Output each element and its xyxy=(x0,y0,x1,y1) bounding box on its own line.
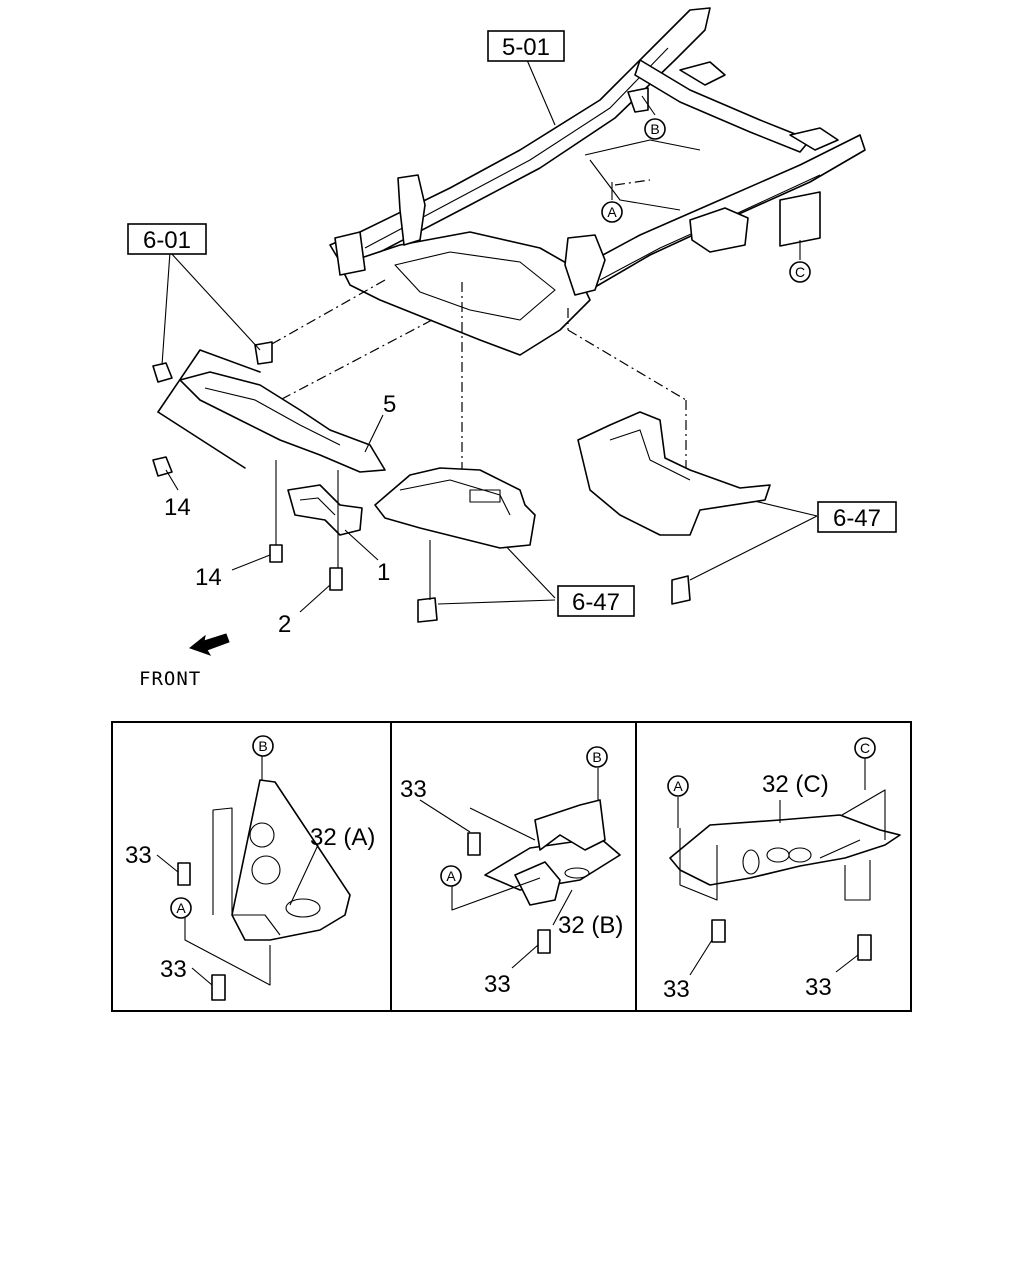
svg-text:C: C xyxy=(795,264,805,280)
marker-c-main: C xyxy=(789,261,811,283)
svg-text:A: A xyxy=(176,900,186,916)
detail-panel-frame xyxy=(111,721,912,1012)
svg-text:A: A xyxy=(446,868,456,884)
svg-text:6-47: 6-47 xyxy=(833,505,881,532)
ref-box-6-47-rear[interactable]: 6-47 xyxy=(817,501,897,533)
svg-text:32 (B): 32 (B) xyxy=(558,912,623,939)
ref-box-6-47-front[interactable]: 6-47 xyxy=(557,585,635,617)
vehicle-frame xyxy=(329,7,866,356)
svg-text:A: A xyxy=(673,778,683,794)
guide-lines xyxy=(269,179,687,470)
svg-text:32 (C): 32 (C) xyxy=(762,771,829,798)
svg-text:C: C xyxy=(860,740,870,756)
marker-a-main: A xyxy=(601,201,623,223)
svg-text:33: 33 xyxy=(160,956,187,983)
svg-text:33: 33 xyxy=(663,976,690,1003)
front-arrow-icon xyxy=(188,633,230,656)
svg-text:B: B xyxy=(592,749,601,765)
svg-text:33: 33 xyxy=(400,776,427,803)
rear-skid-plate xyxy=(577,411,771,536)
detail-32a: B A 32 (A) 33 33 xyxy=(125,735,375,1001)
callout-part-14-lower: 14 xyxy=(195,564,222,591)
marker-b-main: B xyxy=(644,118,666,140)
front-label: FRONT xyxy=(139,668,201,690)
callout-part-1: 1 xyxy=(377,559,390,586)
ref-box-5-01[interactable]: 5-01 xyxy=(487,30,565,62)
svg-text:33: 33 xyxy=(805,974,832,1001)
front-skid-plate xyxy=(374,467,536,549)
svg-text:6-01: 6-01 xyxy=(143,227,191,254)
leader-lines xyxy=(161,59,818,613)
svg-text:A: A xyxy=(607,204,617,220)
svg-text:B: B xyxy=(650,121,659,137)
svg-text:32 (A): 32 (A) xyxy=(310,824,375,851)
part-1-bracket xyxy=(287,484,363,536)
detail-32b: B A 32 (B) 33 33 xyxy=(400,746,623,998)
callout-part-14-upper: 14 xyxy=(164,494,191,521)
svg-text:B: B xyxy=(258,738,267,754)
ref-box-6-01[interactable]: 6-01 xyxy=(127,223,207,255)
engine-mount-bracket xyxy=(157,341,386,473)
callout-part-5: 5 xyxy=(383,391,396,418)
svg-text:33: 33 xyxy=(484,971,511,998)
svg-text:5-01: 5-01 xyxy=(502,34,550,61)
svg-text:33: 33 xyxy=(125,842,152,869)
svg-text:6-47: 6-47 xyxy=(572,589,620,616)
bolt-icons xyxy=(152,362,691,623)
callout-part-2: 2 xyxy=(278,611,291,638)
detail-32c: C A 32 (C) 33 33 xyxy=(663,737,901,1003)
